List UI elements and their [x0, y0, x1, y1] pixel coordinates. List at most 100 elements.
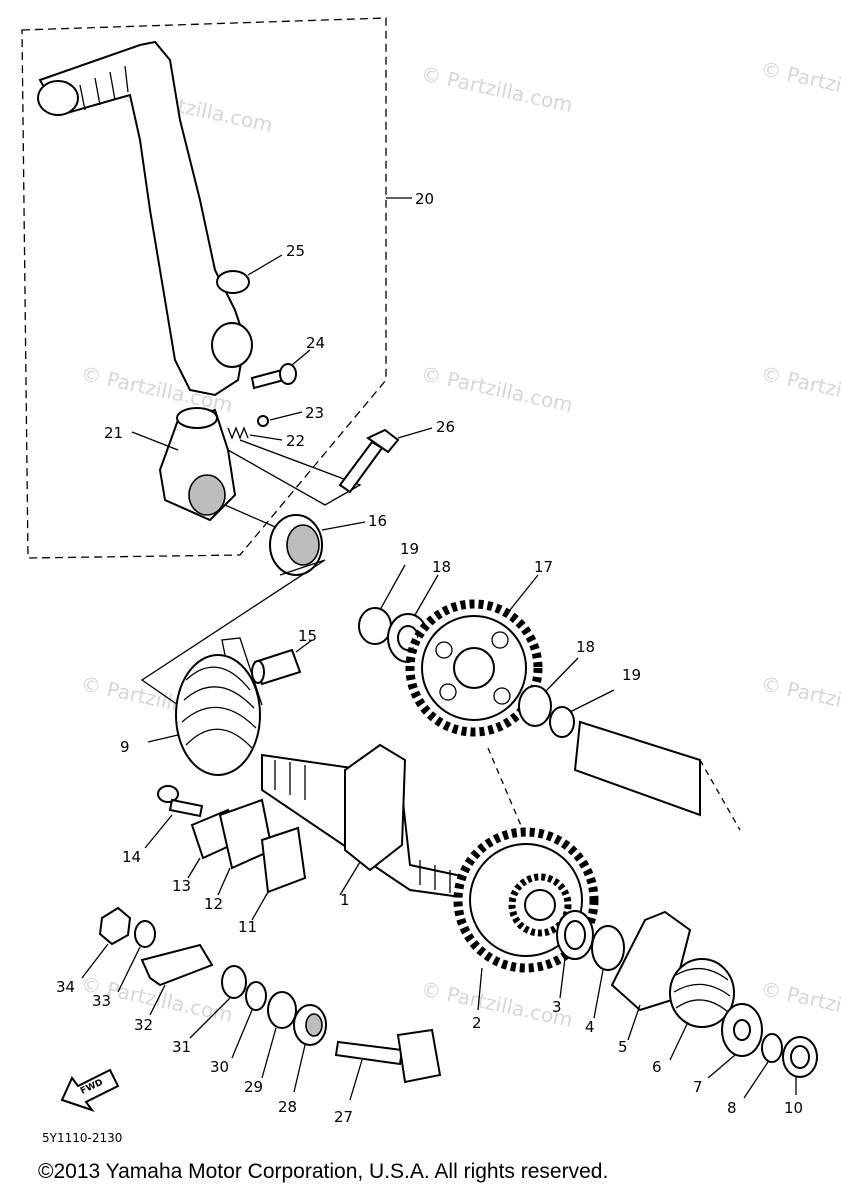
leader-18	[414, 574, 439, 616]
label-16: 16	[368, 512, 387, 530]
washer-29	[267, 991, 297, 1029]
leader-23	[269, 411, 303, 421]
spring-31	[221, 965, 247, 999]
cap-25	[216, 270, 250, 294]
label-30: 30	[210, 1058, 229, 1076]
label-8: 8	[727, 1099, 737, 1117]
circlip-8	[761, 1033, 783, 1063]
label-19: 19	[400, 540, 419, 558]
leader-16	[321, 521, 366, 531]
bolt-14	[157, 785, 204, 818]
label-19-right: 19	[622, 666, 641, 684]
main-axle	[573, 720, 701, 817]
watermark: © Partzilla.com	[419, 61, 575, 117]
leader-2	[477, 967, 483, 1011]
leader-25	[247, 254, 283, 276]
label-14: 14	[122, 848, 141, 866]
label-13: 13	[172, 877, 191, 895]
label-23: 23	[305, 404, 324, 422]
callout-labels: 1 2 3 4 5 6 7 8 9 10 11 12 13 14 15 16 1…	[56, 190, 803, 1126]
washer-33	[134, 920, 156, 948]
leader-19-right	[569, 689, 615, 713]
leader-28	[293, 1044, 306, 1093]
label-26: 26	[436, 418, 455, 436]
axle-centerline	[699, 759, 741, 831]
label-10: 10	[784, 1099, 803, 1117]
leader-29	[261, 1027, 277, 1079]
label-4: 4	[585, 1018, 595, 1036]
spring-22	[227, 426, 249, 440]
gear-centerline	[487, 747, 523, 829]
leader-21	[131, 431, 179, 451]
label-21: 21	[104, 424, 123, 442]
leader-9	[147, 734, 179, 743]
label-29: 29	[244, 1078, 263, 1096]
label-27: 27	[334, 1108, 353, 1126]
kick-crank-assembly-outline	[21, 17, 387, 559]
watermark: © Partzilla.com	[759, 671, 841, 727]
leader-boss-to-seal	[224, 504, 283, 531]
label-6: 6	[652, 1058, 662, 1076]
guide-32	[140, 943, 214, 987]
circlip-19-right	[549, 706, 575, 738]
leader-8	[743, 1061, 769, 1099]
pin-15	[251, 648, 302, 686]
watermark: © Partzilla.com	[419, 361, 575, 417]
nut-34	[98, 906, 132, 946]
leader-12	[217, 867, 231, 896]
washer-4	[591, 925, 625, 971]
forward-direction-marker: FWD	[60, 1068, 120, 1112]
leader-26	[397, 427, 433, 439]
label-31: 31	[172, 1038, 191, 1056]
watermark: © Partzilla.com	[759, 361, 841, 417]
watermark: © Partzilla.com	[759, 56, 841, 112]
label-34: 34	[56, 978, 75, 996]
ball-23	[257, 415, 269, 427]
label-33: 33	[92, 992, 111, 1010]
label-20: 20	[415, 190, 434, 208]
label-28: 28	[278, 1098, 297, 1116]
diagram-code: 5Y1110-2130	[42, 1131, 122, 1145]
watermark: © Partzilla.com	[759, 976, 841, 1032]
leader-32	[149, 984, 166, 1016]
label-11: 11	[238, 918, 257, 936]
leader-seal-to-spring	[140, 559, 326, 706]
torsion-spring-9	[175, 637, 263, 776]
leader-11	[251, 891, 269, 921]
parts-diagram: © Partzilla.com © Partzilla.com © Partzi…	[21, 17, 841, 1145]
kick-crank-lever	[37, 40, 253, 397]
leader-4	[593, 969, 604, 1019]
leader-27	[349, 1059, 363, 1101]
washer-30	[245, 981, 267, 1011]
leader-1	[339, 861, 361, 896]
label-5: 5	[618, 1038, 628, 1056]
label-22: 22	[286, 432, 305, 450]
leader-19	[379, 564, 406, 611]
leader-34	[81, 943, 109, 979]
leader-17	[509, 574, 539, 611]
bolt-26	[338, 428, 400, 494]
bolt-24	[250, 363, 297, 390]
copyright-notice: ©2013 Yamaha Motor Corporation, U.S.A. A…	[38, 1160, 609, 1183]
kick-shaft-1	[261, 743, 484, 902]
leader-5	[627, 1004, 641, 1041]
label-2: 2	[472, 1014, 482, 1032]
leader-18-right	[544, 657, 579, 693]
kick-idle-shaft-27	[334, 1028, 442, 1084]
leader-14	[144, 814, 173, 849]
leader-31	[189, 997, 231, 1039]
leader-3	[559, 957, 566, 999]
leader-30	[231, 1009, 253, 1059]
idle-gear-17	[405, 599, 543, 737]
plate-11	[260, 826, 307, 894]
leader-7	[707, 1054, 736, 1079]
leader-22	[249, 434, 283, 441]
leader-24	[291, 349, 311, 366]
leader-15	[295, 639, 313, 653]
washer-18-right	[518, 685, 552, 727]
label-9: 9	[120, 738, 130, 756]
circlip-19	[358, 607, 392, 645]
label-24: 24	[306, 334, 325, 352]
label-17: 17	[534, 558, 553, 576]
label-32: 32	[134, 1016, 153, 1034]
